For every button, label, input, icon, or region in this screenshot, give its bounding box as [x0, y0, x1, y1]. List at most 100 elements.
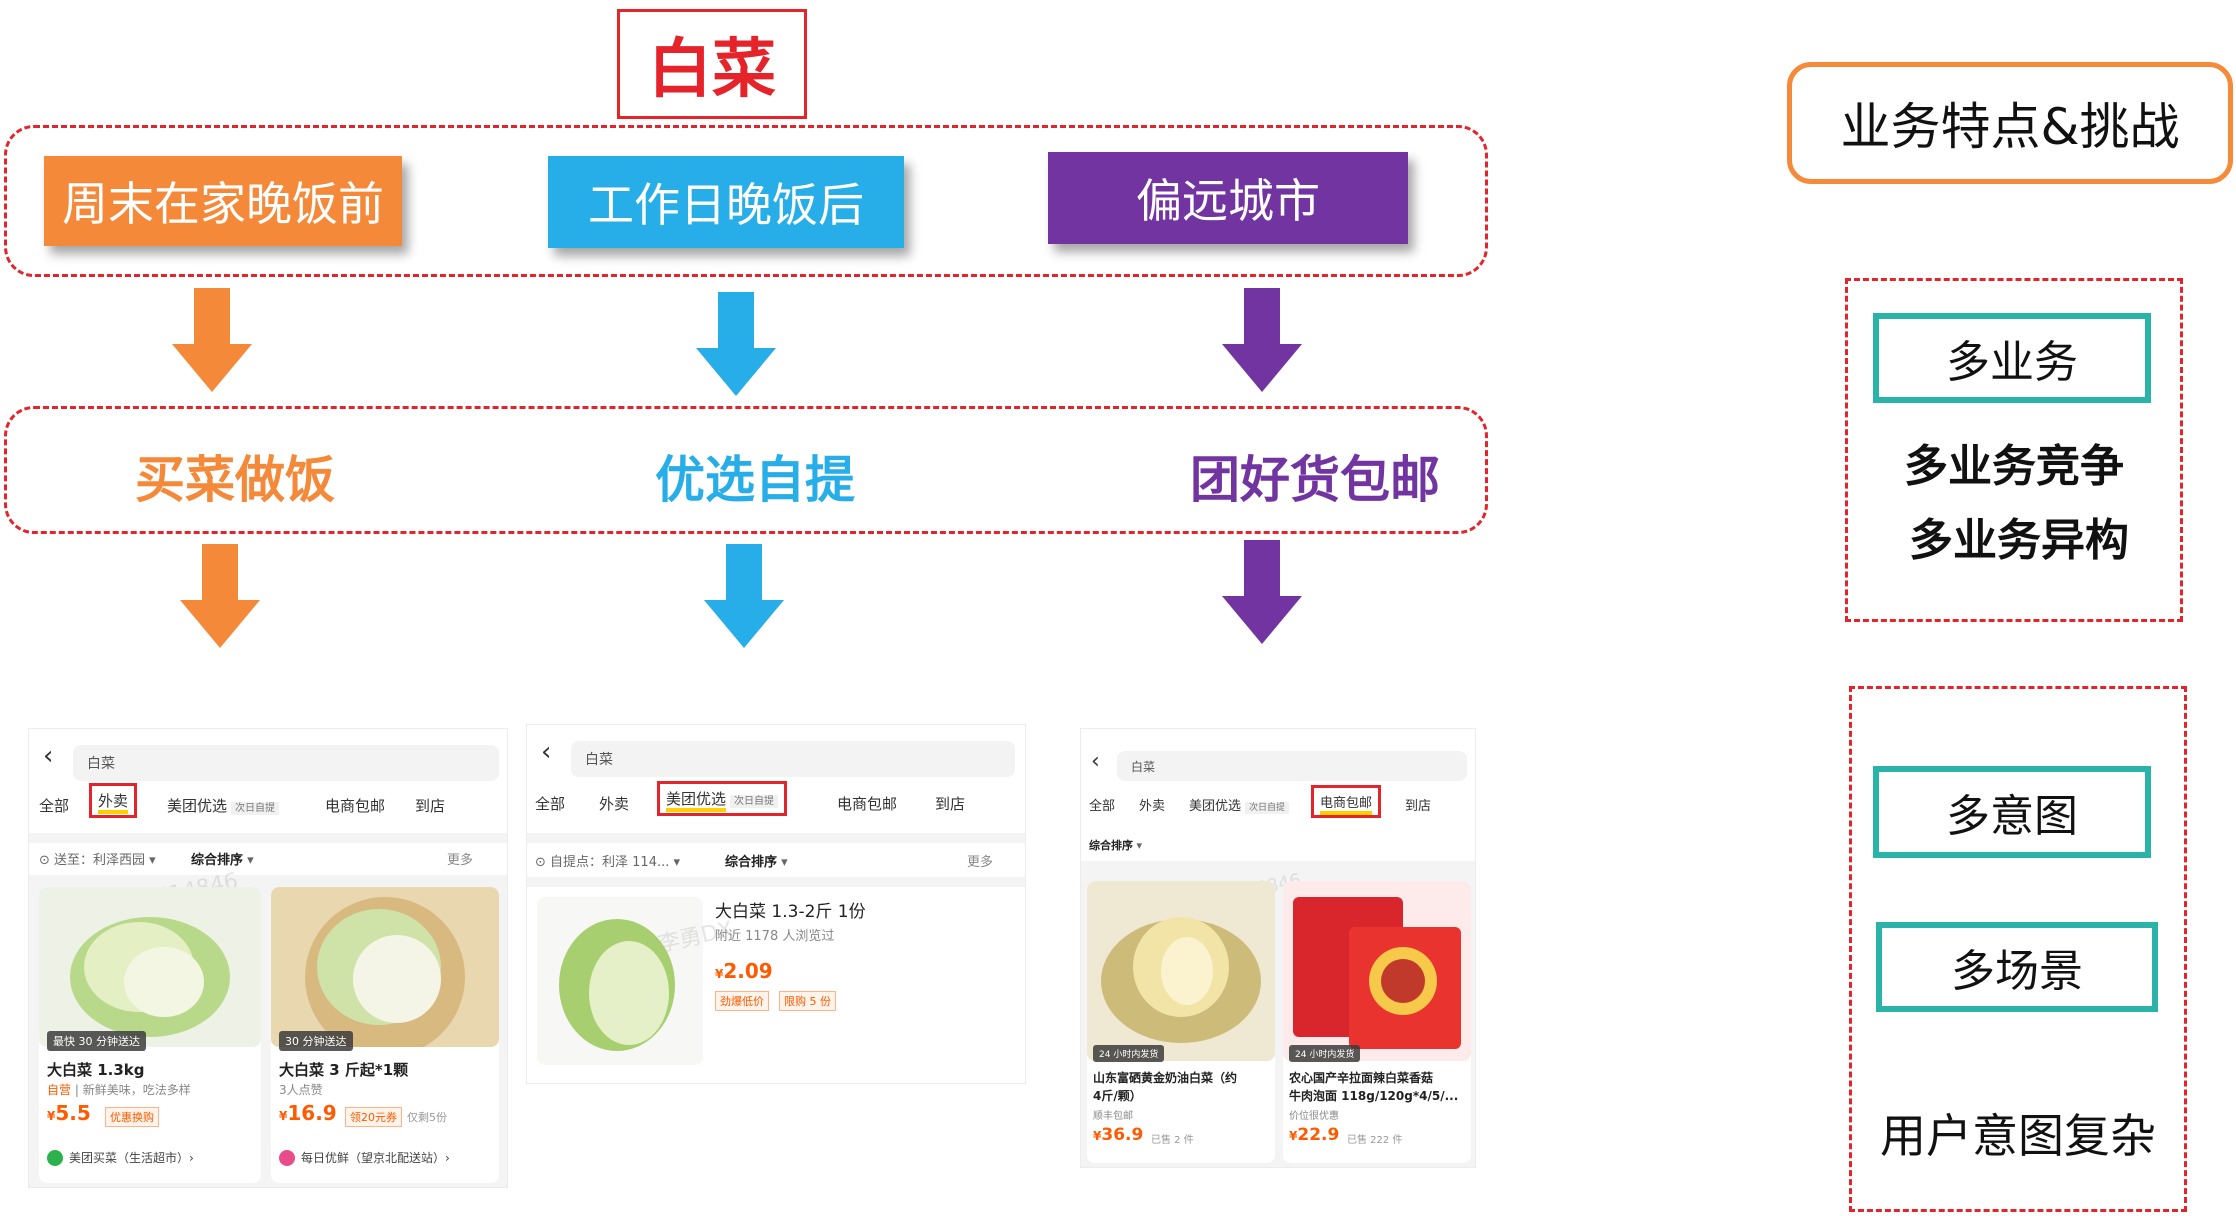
product-name: 农心国产辛拉面辣白菜香菇	[1289, 1071, 1434, 1085]
filter-location[interactable]: ⊙ 自提点：利泽 114... ▾	[535, 855, 681, 870]
separator	[527, 833, 1025, 843]
list-bg	[527, 877, 1025, 887]
tab-ecommerce[interactable]: 电商包邮	[1311, 785, 1382, 818]
product-name[interactable]: 大白菜 1.3-2斤 1份	[715, 902, 866, 922]
product-name: 大白菜 1.3kg	[47, 1061, 145, 1079]
product-price: ¥22.9	[1289, 1125, 1340, 1145]
multi-business-heterogeneous: 多业务异构	[1909, 515, 2129, 566]
filter-more[interactable]: 更多	[967, 855, 994, 870]
intent-grocery: 买菜做饭	[135, 451, 335, 509]
filter-sort[interactable]: 综合排序 ▾	[1089, 839, 1143, 852]
store-link[interactable]: 每日优鲜（望京北配送站）›	[279, 1149, 450, 1166]
back-arrow-icon[interactable]: ‹	[1091, 749, 1100, 774]
multi-business-box: 多业务	[1873, 313, 2151, 403]
scenario-container	[4, 125, 1488, 277]
tab-meituan-select[interactable]: 美团优选次日自提	[167, 795, 280, 816]
store-logo-icon	[47, 1149, 63, 1166]
tab-all[interactable]: 全部	[39, 797, 70, 815]
tab-takeaway[interactable]: 外卖	[89, 783, 138, 818]
coupon-tag: 领20元券	[345, 1107, 402, 1127]
product-card[interactable]: 30 分钟送达 大白菜 3 斤起*1颗 3人点赞 ¥16.9 领20元券 仅剩5…	[271, 887, 499, 1183]
multi-business-competition: 多业务竞争	[1904, 441, 2124, 492]
arrow-down-icon	[1222, 540, 1302, 644]
cabbage-image	[1087, 881, 1275, 1061]
product-price: ¥5.5	[47, 1101, 91, 1125]
stock-note: 仅剩5份	[407, 1111, 447, 1124]
noodle-pack-image	[1283, 881, 1471, 1061]
product-sub: 附近 1178 人浏览过	[715, 929, 835, 944]
search-bar[interactable]: 白菜	[1117, 751, 1467, 781]
product-card[interactable]: 最快 30 分钟送达 大白菜 1.3kg 自营 | 新鲜美味，吃法多样 ¥5.5…	[39, 887, 261, 1183]
tab-all[interactable]: 全部	[535, 795, 566, 813]
sold-count: 已售 222 件	[1347, 1135, 1403, 1146]
product-name: 大白菜 3 斤起*1颗	[279, 1061, 409, 1079]
pickup-badge: 次日自提	[1245, 802, 1290, 814]
arrow-down-icon	[1222, 288, 1302, 392]
product-card[interactable]: 24 小时内发货 山东富硒黄金奶油白菜（约 4斤/颗） 顺丰包邮 ¥36.9 已…	[1087, 881, 1275, 1163]
phone-screenshot-takeaway: ‹ 白菜 全部 外卖 美团优选次日自提 电商包邮 到店 ⊙ 送至：利泽西园 ▾ …	[28, 728, 508, 1188]
tab-ecommerce[interactable]: 电商包邮	[325, 797, 386, 815]
tab-takeaway[interactable]: 外卖	[599, 795, 630, 813]
delivery-badge: 24 小时内发货	[1289, 1045, 1361, 1062]
search-bar[interactable]: 白菜	[73, 745, 499, 781]
complex-intent-text: 用户意图复杂	[1880, 1109, 2156, 1163]
intent-group-shipping: 团好货包邮	[1190, 451, 1440, 509]
filter-more[interactable]: 更多	[447, 853, 474, 868]
scenario-workday: 工作日晚饭后	[548, 156, 904, 248]
filter-sort[interactable]: 综合排序 ▾	[725, 855, 788, 870]
filter-location[interactable]: ⊙ 送至：利泽西园 ▾	[39, 853, 156, 868]
sold-count: 已售 2 件	[1151, 1135, 1194, 1146]
tab-all[interactable]: 全部	[1089, 799, 1116, 814]
separator	[29, 833, 507, 843]
multi-intent-box: 多意图	[1873, 766, 2151, 858]
scenario-weekend: 周末在家晚饭前	[44, 156, 402, 246]
group-complex-intent	[1849, 686, 2187, 1212]
tab-ecommerce[interactable]: 电商包邮	[837, 795, 898, 813]
tab-store[interactable]: 到店	[415, 797, 446, 815]
product-name-line2: 4斤/颗）	[1093, 1089, 1142, 1103]
phone-screenshot-meituan-select: ‹ 白菜 全部 外卖 美团优选次日自提 电商包邮 到店 ⊙ 自提点：利泽 114…	[526, 724, 1026, 1084]
back-arrow-icon[interactable]: ‹	[43, 741, 54, 771]
tab-takeaway[interactable]: 外卖	[1139, 799, 1166, 814]
product-sub: 自营 | 新鲜美味，吃法多样	[47, 1083, 191, 1097]
product-name-line2: 牛肉泡面 118g/120g*4/5/...	[1289, 1089, 1459, 1103]
arrow-down-icon	[172, 288, 252, 392]
delivery-badge: 24 小时内发货	[1093, 1045, 1165, 1062]
product-card[interactable]: 24 小时内发货 农心国产辛拉面辣白菜香菇 牛肉泡面 118g/120g*4/5…	[1283, 881, 1471, 1163]
promo-tag: 劲爆低价	[715, 991, 769, 1011]
delivery-badge: 最快 30 分钟送达	[47, 1031, 146, 1051]
arrow-down-icon	[704, 544, 784, 648]
limit-tag: 限购 5 份	[779, 991, 836, 1011]
pickup-badge: 次日自提	[231, 802, 280, 815]
cabbage-image	[39, 887, 261, 1047]
arrow-down-icon	[180, 544, 260, 648]
tab-meituan-select[interactable]: 美团优选次日自提	[1189, 795, 1290, 814]
back-arrow-icon[interactable]: ‹	[541, 737, 552, 767]
tab-store[interactable]: 到店	[1405, 799, 1432, 814]
delivery-badge: 30 分钟送达	[279, 1031, 353, 1051]
product-price: ¥2.09	[715, 959, 773, 983]
promo-tag: 优惠换购	[105, 1107, 159, 1127]
cabbage-image	[271, 887, 499, 1047]
diagram-title: 白菜	[617, 9, 807, 119]
multi-scenario-box: 多场景	[1876, 922, 2158, 1012]
filter-sort[interactable]: 综合排序 ▾	[191, 853, 254, 868]
product-sub: 价位很优惠	[1289, 1111, 1339, 1122]
scenario-remote-city: 偏远城市	[1048, 152, 1408, 244]
group-multi-business	[1845, 278, 2183, 622]
tab-meituan-select[interactable]: 美团优选次日自提	[657, 781, 788, 816]
product-name: 山东富硒黄金奶油白菜（约	[1093, 1071, 1238, 1085]
product-sub: 3人点赞	[279, 1083, 323, 1097]
pickup-badge: 次日自提	[730, 795, 779, 808]
search-bar[interactable]: 白菜	[571, 741, 1015, 777]
intent-pickup: 优选自提	[655, 451, 855, 509]
cabbage-image	[537, 897, 703, 1065]
store-link[interactable]: 美团买菜（生活超市）›	[47, 1149, 194, 1166]
product-price: ¥16.9	[279, 1101, 337, 1125]
tab-store[interactable]: 到店	[935, 795, 966, 813]
store-logo-icon	[279, 1149, 295, 1166]
product-price: ¥36.9	[1093, 1125, 1144, 1145]
panel-title: 业务特点&挑战	[1787, 62, 2233, 184]
intent-container	[4, 406, 1488, 534]
